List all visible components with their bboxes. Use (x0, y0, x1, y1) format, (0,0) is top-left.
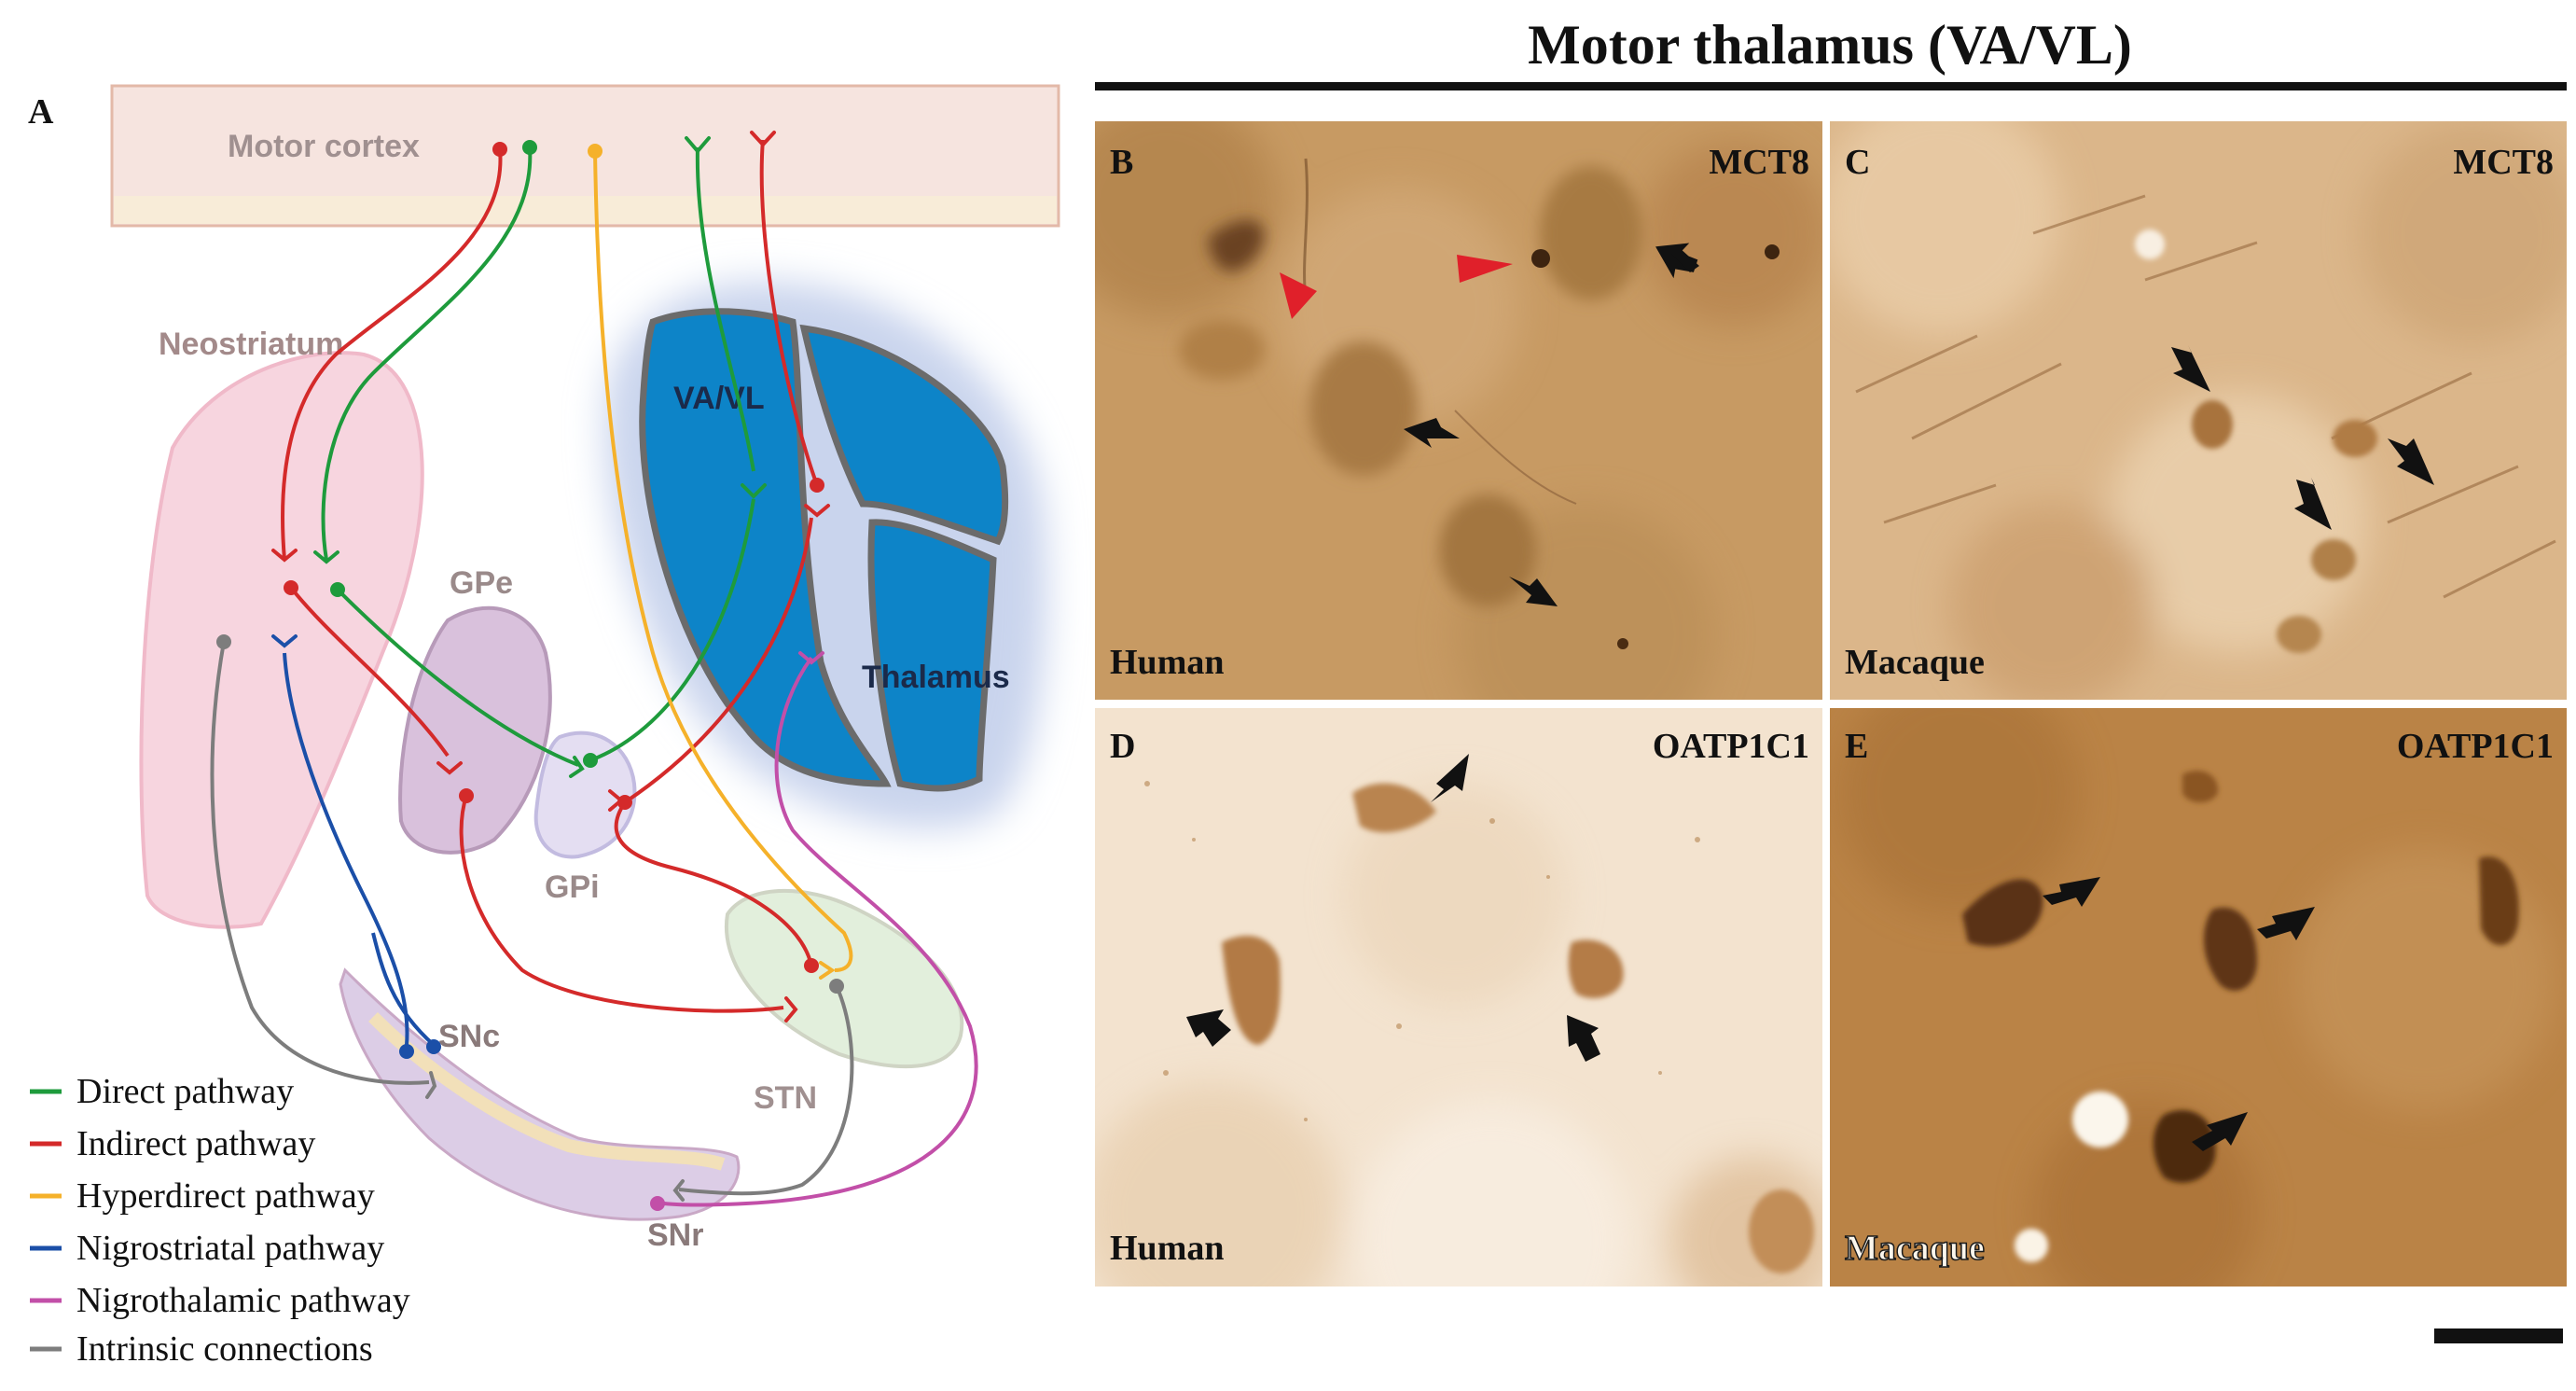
indirect-pathway-dot (284, 580, 298, 595)
legend-label: Nigrothalamic pathway (76, 1281, 410, 1320)
indirect-pathway-dot (459, 788, 474, 803)
figure-title: Motor thalamus (VA/VL) (1528, 14, 2132, 76)
indirect-pathway-dot (810, 478, 824, 493)
title-underline (1095, 82, 2567, 90)
intrinsic-connection-dot (829, 979, 844, 994)
micrograph-b-stain: MCT8 (1709, 143, 1809, 182)
legend-label: Intrinsic connections (76, 1329, 373, 1369)
micrograph-e-letter: E (1845, 727, 1868, 766)
snc-label: SNc (438, 1019, 500, 1054)
indirect-pathway-dot (492, 142, 507, 157)
legend-item: Hyperdirect pathway (30, 1176, 375, 1216)
intrinsic-connection-dot (216, 634, 231, 649)
micrograph-d: D OATP1C1 Human (1082, 708, 1837, 1381)
nigrostriatal-pathway-dot (399, 1044, 414, 1059)
micrograph-c: C MCT8 Macaque (1819, 93, 2576, 709)
gpi-label: GPi (545, 869, 600, 905)
micrograph-c-letter: C (1845, 143, 1870, 182)
micrograph-e-species: Macaque (1845, 1229, 1985, 1268)
scale-bar (2434, 1328, 2563, 1343)
gpe-label: GPe (450, 565, 513, 601)
legend-item: Intrinsic connections (30, 1329, 373, 1369)
direct-pathway-dot (330, 582, 345, 597)
micrograph-e: E OATP1C1 Macaque (1830, 672, 2567, 1325)
hyperdirect-pathway-dot (588, 144, 602, 159)
motor-cortex-label: Motor cortex (228, 129, 420, 164)
direct-pathway-dot (583, 753, 598, 768)
legend-label: Direct pathway (76, 1072, 294, 1111)
legend-item: Nigrostriatal pathway (30, 1229, 384, 1268)
micrograph-b: B MCT8 Human (1054, 93, 1828, 765)
legend-label: Nigrostriatal pathway (76, 1229, 384, 1268)
legend-item: Indirect pathway (30, 1124, 315, 1163)
legend-label: Indirect pathway (76, 1124, 315, 1163)
stn-label: STN (754, 1080, 817, 1116)
micrograph-c-species: Macaque (1845, 643, 1985, 682)
nigrothalamic-pathway-dot (650, 1196, 665, 1211)
thalamus-label: Thalamus (862, 660, 1010, 695)
micrograph-c-stain: MCT8 (2453, 143, 2554, 182)
micrograph-d-letter: D (1110, 727, 1135, 766)
substantia-nigra-region: SNc SNr (340, 970, 739, 1253)
panel-a: A Motor cortex Neostriatum GPe GPi (28, 86, 1059, 1369)
direct-pathway-dot (522, 140, 537, 155)
micrograph-b-species: Human (1110, 643, 1224, 682)
snr-label: SNr (647, 1217, 703, 1253)
thalamus-region: VA/VL Thalamus (605, 282, 1047, 828)
legend-item: Nigrothalamic pathway (30, 1281, 410, 1320)
indirect-pathway-dot (804, 958, 819, 973)
micrograph-e-stain: OATP1C1 (2397, 727, 2554, 766)
panel-a-label: A (28, 92, 54, 132)
va-vl-label: VA/VL (673, 381, 765, 416)
nigrostriatal-pathway-dot (426, 1039, 441, 1054)
micrograph-b-letter: B (1110, 143, 1133, 182)
legend-label: Hyperdirect pathway (76, 1176, 375, 1216)
neostriatum-region: Neostriatum (141, 327, 422, 927)
neostriatum-label: Neostriatum (159, 327, 343, 362)
legend-item: Direct pathway (30, 1072, 294, 1111)
motor-cortex-region: Motor cortex (112, 86, 1059, 226)
micrograph-d-stain: OATP1C1 (1653, 727, 1809, 766)
legend: Direct pathway Indirect pathway Hyperdir… (30, 1072, 410, 1369)
micrograph-d-species: Human (1110, 1229, 1224, 1268)
